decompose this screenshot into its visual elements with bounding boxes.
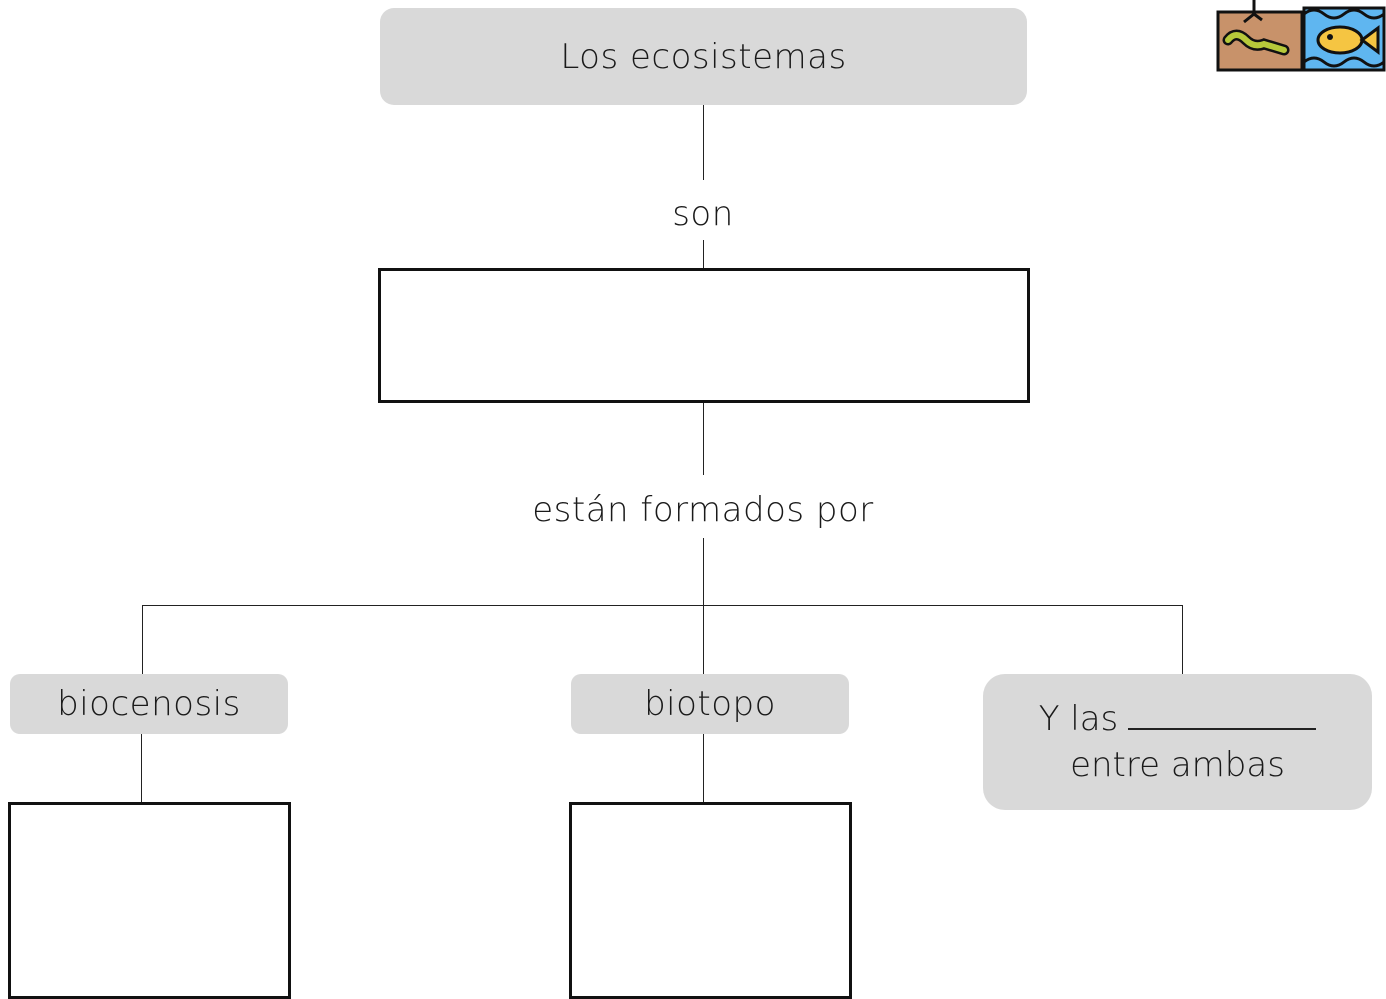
fish-tail xyxy=(1359,25,1380,55)
node-biocenosis: biocenosis xyxy=(10,674,288,734)
connector-title-son xyxy=(703,105,704,180)
worm-and-fish-icon xyxy=(1216,0,1386,74)
wave-bottom xyxy=(1303,56,1385,68)
worm-and-fish-icon-svg xyxy=(1216,0,1386,72)
branch-horizontal-line xyxy=(142,605,1183,606)
fill-in-blank[interactable] xyxy=(1128,698,1317,730)
fish-body xyxy=(1316,25,1364,55)
node-relations: Y las entre ambas xyxy=(983,674,1372,810)
worm-body xyxy=(1225,32,1287,53)
title-text: Los ecosistemas xyxy=(560,36,847,77)
link-label-son: son xyxy=(672,194,734,234)
node-relations-line2: entre ambas xyxy=(1070,745,1285,785)
title-node: Los ecosistemas xyxy=(380,8,1027,105)
node-biotopo-label: biotopo xyxy=(644,684,776,724)
connector-formados-branch xyxy=(703,538,704,674)
connector-branch-biocenosis xyxy=(142,605,143,674)
root-shape xyxy=(1243,0,1263,24)
answer-box-biotopo[interactable] xyxy=(569,802,852,999)
link-label-formados: están formados por xyxy=(532,490,874,530)
wave-top xyxy=(1303,8,1385,20)
connector-biocenosis-box xyxy=(141,734,142,804)
connector-box-formados xyxy=(703,402,704,475)
fish-eye xyxy=(1327,34,1333,40)
node-relations-line1: Y las xyxy=(1039,696,1317,742)
node-biocenosis-label: biocenosis xyxy=(57,684,241,724)
connector-biotopo-box xyxy=(703,734,704,804)
answer-box-biocenosis[interactable] xyxy=(8,802,291,999)
node-relations-prefix: Y las xyxy=(1038,699,1119,739)
connector-branch-relations xyxy=(1182,605,1183,674)
node-biotopo: biotopo xyxy=(571,674,849,734)
connector-son-box xyxy=(703,240,704,270)
answer-box-definition[interactable] xyxy=(378,268,1030,403)
